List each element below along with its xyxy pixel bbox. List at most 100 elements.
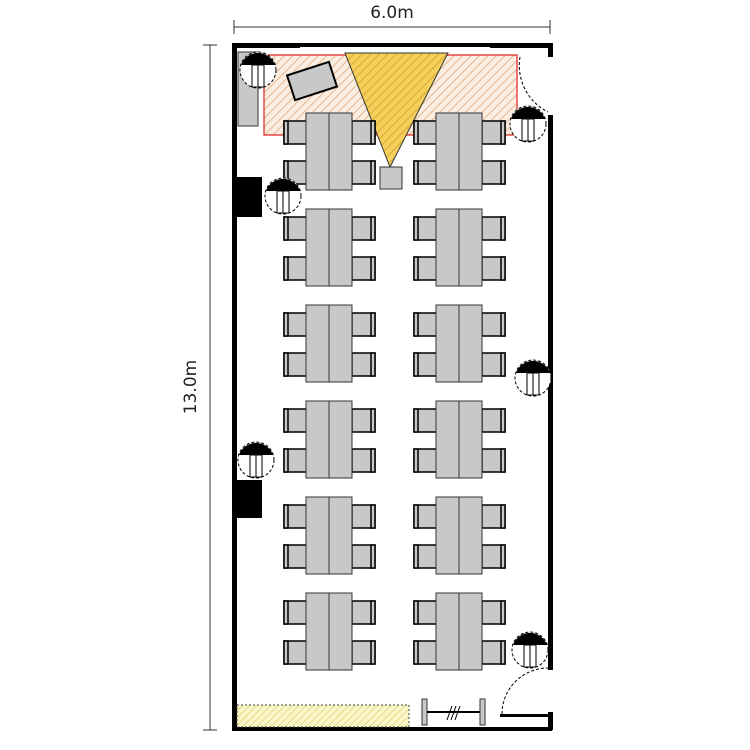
chair <box>413 408 438 433</box>
table <box>305 496 330 575</box>
chair <box>481 120 506 145</box>
chair <box>351 216 376 241</box>
table <box>435 304 460 383</box>
table <box>328 400 353 479</box>
chair <box>351 504 376 529</box>
table-group <box>283 112 376 191</box>
table <box>305 592 330 671</box>
table <box>458 400 483 479</box>
chair <box>283 256 308 281</box>
projection-area <box>344 52 449 169</box>
chair <box>351 120 376 145</box>
table <box>328 112 353 191</box>
lamp-icon <box>509 105 547 143</box>
chair <box>413 216 438 241</box>
chair <box>413 640 438 665</box>
table-group <box>283 592 376 671</box>
table-group <box>413 592 506 671</box>
chair <box>413 312 438 337</box>
lamp-icon <box>237 441 275 479</box>
table <box>328 496 353 575</box>
chair <box>283 352 308 377</box>
chair <box>481 160 506 185</box>
seating-area <box>283 112 506 671</box>
table <box>458 208 483 287</box>
chair <box>413 160 438 185</box>
chair <box>413 544 438 569</box>
chair <box>283 216 308 241</box>
chair <box>481 408 506 433</box>
chair <box>481 600 506 625</box>
chair <box>413 256 438 281</box>
table-group <box>413 304 506 383</box>
chair <box>481 448 506 473</box>
table <box>328 208 353 287</box>
table <box>435 400 460 479</box>
chair <box>413 352 438 377</box>
chair <box>283 120 308 145</box>
chair <box>283 408 308 433</box>
table <box>328 304 353 383</box>
chair <box>351 312 376 337</box>
width-dimension <box>233 20 551 34</box>
table-group <box>413 496 506 575</box>
table <box>458 496 483 575</box>
window <box>300 47 490 50</box>
table <box>305 208 330 287</box>
table <box>435 592 460 671</box>
chair <box>283 448 308 473</box>
door[interactable] <box>518 56 549 113</box>
table-group <box>413 112 506 191</box>
chair <box>413 448 438 473</box>
table <box>458 304 483 383</box>
chair <box>413 600 438 625</box>
door[interactable] <box>501 667 549 715</box>
lamps <box>237 51 552 669</box>
table <box>435 208 460 287</box>
projector <box>379 166 403 190</box>
chair <box>413 120 438 145</box>
chair <box>481 352 506 377</box>
table <box>458 592 483 671</box>
lamp-icon <box>264 177 302 215</box>
chair <box>283 312 308 337</box>
column <box>235 177 262 217</box>
chair <box>351 544 376 569</box>
chair <box>351 640 376 665</box>
width-label: 6.0m <box>370 3 414 23</box>
chair <box>351 160 376 185</box>
chair <box>481 640 506 665</box>
lectern <box>285 60 339 102</box>
chair <box>413 504 438 529</box>
chair <box>283 600 308 625</box>
chair <box>351 256 376 281</box>
chair <box>481 256 506 281</box>
table-group <box>283 208 376 287</box>
table-group <box>413 400 506 479</box>
table-group <box>413 208 506 287</box>
chair <box>351 352 376 377</box>
table <box>305 400 330 479</box>
chair <box>481 312 506 337</box>
table <box>328 592 353 671</box>
lamp-icon <box>511 631 549 669</box>
lamp-icon <box>514 359 552 397</box>
lamp-icon <box>239 51 277 89</box>
chair <box>351 600 376 625</box>
chair <box>283 504 308 529</box>
chair <box>283 544 308 569</box>
chair <box>283 640 308 665</box>
walls <box>232 43 553 731</box>
height-label: 13.0m <box>181 360 201 414</box>
table-group <box>283 304 376 383</box>
height-dimension <box>203 44 217 731</box>
storage-zone <box>236 704 410 728</box>
table-group <box>283 400 376 479</box>
chair <box>351 448 376 473</box>
table <box>305 304 330 383</box>
column <box>235 480 262 518</box>
table <box>458 112 483 191</box>
chair <box>481 504 506 529</box>
table <box>435 112 460 191</box>
